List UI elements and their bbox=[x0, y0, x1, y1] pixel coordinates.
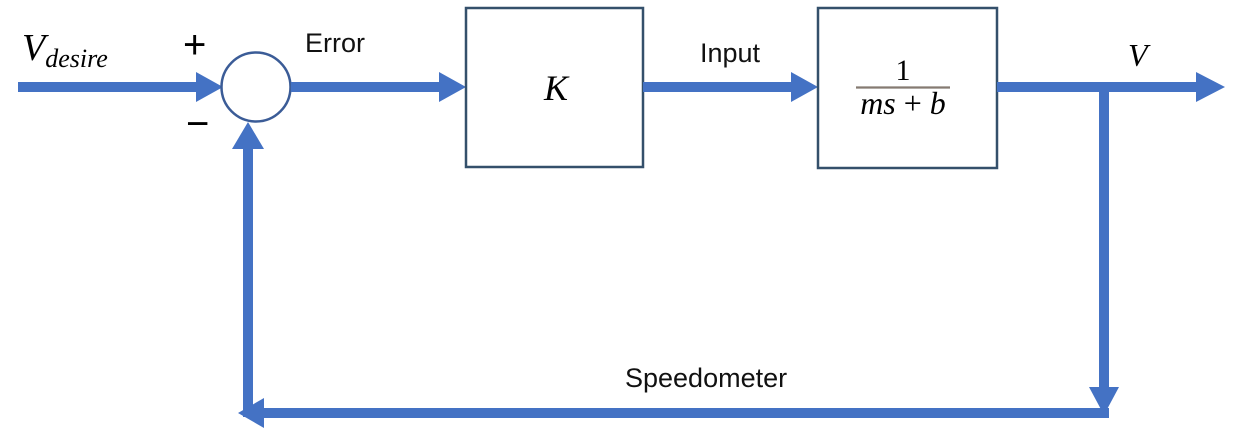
plus-sign: + bbox=[183, 23, 206, 67]
output-label: V bbox=[1128, 37, 1151, 73]
feedback-up-arrow bbox=[232, 122, 264, 417]
feedback-branch-down-arrow bbox=[1089, 87, 1119, 415]
arrow-head bbox=[232, 122, 264, 149]
arrow-head bbox=[439, 72, 466, 102]
output-arrow bbox=[997, 72, 1225, 102]
reference-signal-label: Vdesire bbox=[22, 27, 108, 73]
plant-denominator-s: s bbox=[883, 85, 895, 121]
arrow-head bbox=[1196, 72, 1225, 102]
arrow-head bbox=[196, 72, 223, 102]
arrow-head bbox=[1089, 387, 1119, 415]
controller-block bbox=[464, 6, 645, 169]
plant-denominator: ms + b bbox=[860, 85, 946, 121]
plant-denominator-plus: + bbox=[896, 85, 930, 121]
plant-numerator: 1 bbox=[896, 54, 911, 87]
feedback-label: Speedometer bbox=[625, 363, 787, 393]
summing-junction bbox=[220, 51, 292, 123]
error-label: Error bbox=[305, 28, 365, 58]
minus-sign: − bbox=[186, 102, 209, 146]
controller-to-plant-arrow bbox=[643, 72, 818, 102]
error-arrow bbox=[291, 72, 466, 102]
plant-denominator-m: m bbox=[860, 85, 883, 121]
arrow-head bbox=[791, 72, 818, 102]
feedback-bottom-arrow bbox=[238, 398, 1109, 428]
reference-input-arrow bbox=[18, 72, 223, 102]
input-label: Input bbox=[700, 38, 761, 68]
controller-block-label: K bbox=[543, 68, 570, 108]
reference-signal-base: V bbox=[22, 27, 49, 69]
plant-denominator-b: b bbox=[930, 85, 946, 121]
reference-signal-subscript: desire bbox=[45, 44, 108, 73]
